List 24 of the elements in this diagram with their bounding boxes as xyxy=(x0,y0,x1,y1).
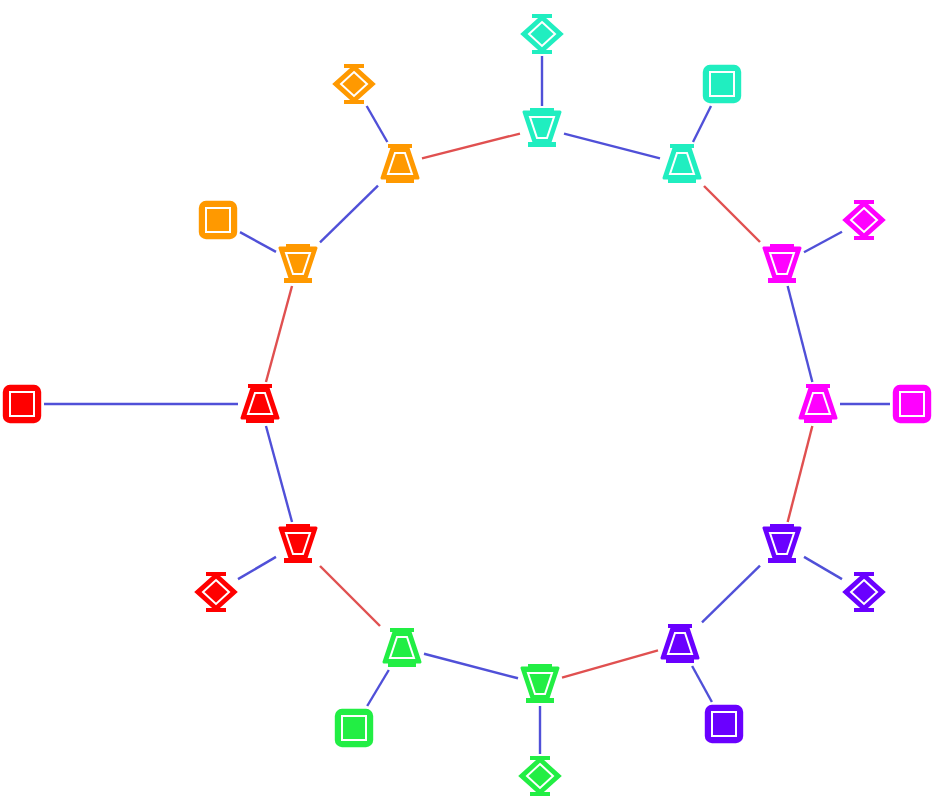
connector-line xyxy=(786,425,814,523)
connector-line xyxy=(803,230,843,254)
connector-line xyxy=(264,285,294,383)
connector-line xyxy=(703,185,761,243)
connector-line xyxy=(540,56,544,106)
connector-line xyxy=(421,132,521,160)
connector-line xyxy=(691,665,713,703)
connector-line xyxy=(319,184,379,244)
connector-line xyxy=(319,565,381,627)
connector-line xyxy=(366,669,390,707)
connector-line xyxy=(239,231,277,253)
connector-line xyxy=(561,649,659,679)
connector-line xyxy=(691,105,713,143)
connector-line xyxy=(840,402,890,406)
connector-line xyxy=(803,555,843,581)
connector-line xyxy=(365,105,389,143)
connector-line xyxy=(563,132,661,160)
connector-line xyxy=(264,425,294,523)
connector-line xyxy=(423,652,519,680)
connector-line xyxy=(44,402,238,406)
connector-line xyxy=(786,285,814,383)
connector-line xyxy=(237,555,277,581)
connector-line xyxy=(538,706,542,754)
connector-line xyxy=(701,564,761,624)
